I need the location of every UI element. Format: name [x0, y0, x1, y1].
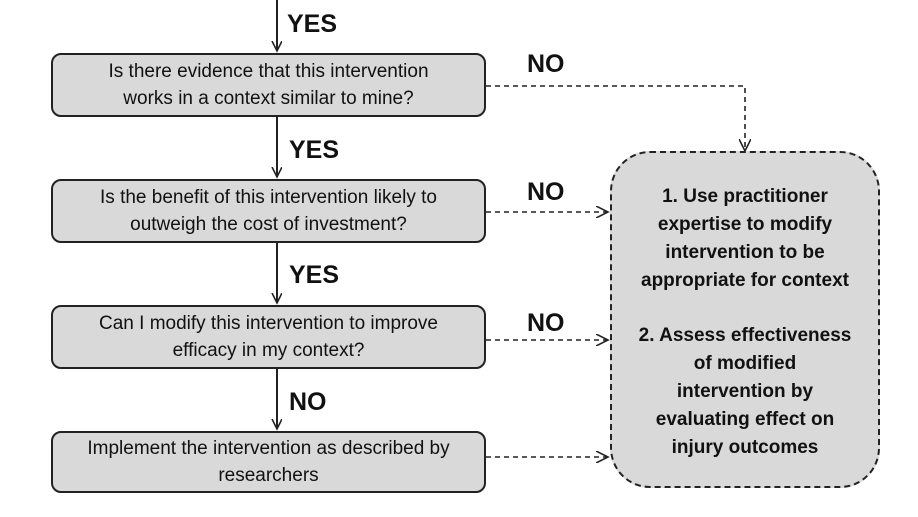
implement-text-line: Implement the intervention as described … — [87, 438, 450, 459]
label-no-down: NO — [289, 388, 327, 416]
no-arrow-0 — [486, 85, 745, 150]
outcome-step-2: 2. Assess effectiveness of modified inte… — [638, 325, 852, 458]
question-text-line: works in a context similar to mine? — [123, 88, 414, 109]
label-yes-1: YES — [289, 136, 340, 164]
question-text-line: Is there evidence that this intervention — [108, 61, 429, 82]
outcome-step-1: 1. Use practitioner expertise to modify … — [641, 186, 849, 291]
question-box-evidence: Is there evidence that this intervention… — [51, 53, 486, 117]
label-yes-0: YES — [287, 10, 338, 38]
question-text-line: efficacy in my context? — [172, 340, 365, 361]
question-text-line: outweigh the cost of investment? — [130, 214, 407, 235]
implement-box: Implement the intervention as described … — [51, 431, 486, 493]
question-box-modify: Can I modify this intervention to improv… — [51, 305, 486, 369]
label-no-2: NO — [527, 309, 565, 337]
outcome-box: 1. Use practitioner expertise to modify … — [610, 151, 880, 488]
label-no-1: NO — [527, 178, 565, 206]
implement-text-line: researchers — [218, 465, 319, 486]
label-yes-2: YES — [289, 261, 340, 289]
question-text-line: Can I modify this intervention to improv… — [99, 313, 438, 334]
question-text-line: Is the benefit of this intervention like… — [100, 187, 437, 208]
label-no-0: NO — [527, 50, 565, 78]
question-box-benefit: Is the benefit of this intervention like… — [51, 179, 486, 243]
